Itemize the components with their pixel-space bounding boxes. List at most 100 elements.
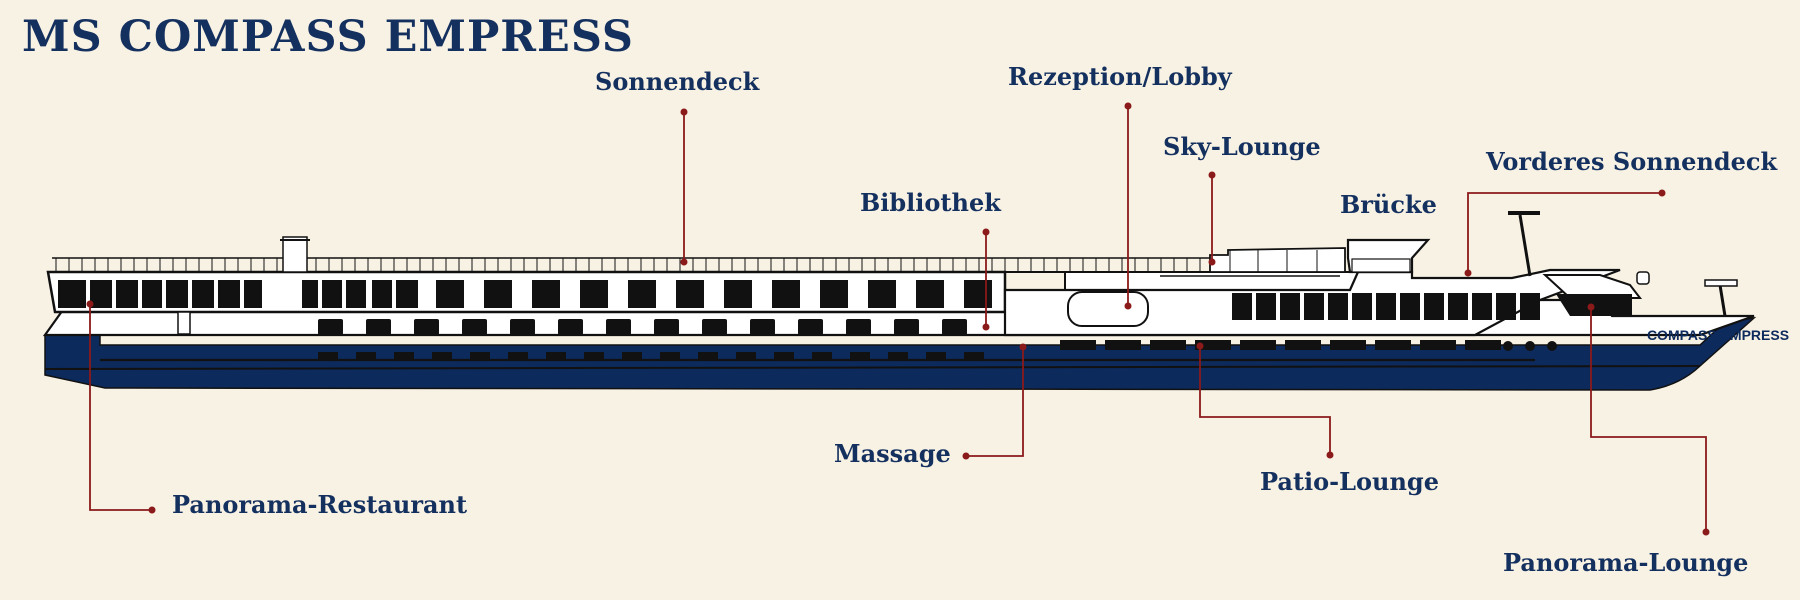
bow-lamp <box>1636 271 1650 285</box>
leader-panorama-lounge <box>1590 307 1707 532</box>
upper-window <box>218 280 240 308</box>
upper-window <box>724 280 752 308</box>
leader-rezeption-lobby-dot <box>1124 102 1132 110</box>
upper-window <box>396 280 418 308</box>
forward-lower-window <box>1330 340 1366 350</box>
panorama-lounge-windows <box>1556 294 1632 316</box>
upper-window <box>372 280 392 308</box>
upper-window <box>916 280 944 308</box>
upper-window <box>772 280 800 308</box>
upper-window <box>676 280 704 308</box>
leader-massage-dot <box>1019 343 1027 351</box>
upper-window <box>346 280 366 308</box>
leader-patio-lounge-dot <box>1196 342 1204 350</box>
porthole <box>736 352 756 359</box>
leader-massage-dot <box>962 452 970 460</box>
forward-window <box>1328 293 1348 320</box>
porthole <box>508 352 528 359</box>
leader-patio-lounge-dot <box>1326 451 1334 459</box>
porthole <box>926 352 946 359</box>
upper-window <box>820 280 848 308</box>
forward-window <box>1376 293 1396 320</box>
forward-lower-window <box>1060 340 1096 350</box>
upper-window <box>580 280 608 308</box>
forward-window <box>1520 293 1540 320</box>
upper-window <box>192 280 214 308</box>
label-sky-lounge: Sky-Lounge <box>1163 132 1321 161</box>
aft-superstructure <box>46 270 1007 314</box>
upper-window <box>484 280 512 308</box>
bow-porthole <box>1503 341 1513 351</box>
cabin-window <box>654 319 679 335</box>
porthole <box>850 352 870 359</box>
leader-vorderes-sonnendeck <box>1467 192 1662 273</box>
bow-porthole <box>1547 341 1557 351</box>
porthole <box>470 352 490 359</box>
leader-lines <box>86 102 1710 536</box>
forward-lower-window <box>1420 340 1456 350</box>
label-rezeption-lobby: Rezeption/Lobby <box>1008 62 1232 91</box>
porthole <box>622 352 642 359</box>
lobby-window <box>1067 291 1149 327</box>
leader-sonnendeck-dot <box>680 258 688 266</box>
mast-pole <box>1518 214 1532 277</box>
forward-window <box>1256 293 1276 320</box>
leader-panorama-restaurant-dot <box>86 300 94 308</box>
leader-massage <box>966 347 1024 457</box>
porthole <box>812 352 832 359</box>
forward-lower-window <box>1465 340 1501 350</box>
upper-window <box>142 280 162 308</box>
leader-panorama-restaurant-dot <box>148 506 156 514</box>
bow-mast <box>1718 284 1727 317</box>
forward-lower-window <box>1105 340 1141 350</box>
leader-patio-lounge <box>1199 346 1331 455</box>
upper-window <box>436 280 464 308</box>
leader-rezeption-lobby-dot <box>1124 302 1132 310</box>
porthole <box>964 352 984 359</box>
cabin-window <box>846 319 871 335</box>
leader-sky-lounge-dot <box>1208 258 1216 266</box>
upper-window <box>244 280 262 308</box>
leader-panorama-lounge-dot <box>1587 303 1595 311</box>
upper-window <box>166 280 188 308</box>
upper-window <box>868 280 896 308</box>
porthole <box>774 352 794 359</box>
leader-bibliothek-dot <box>982 323 990 331</box>
cabin-window <box>702 319 727 335</box>
cabin-window <box>558 319 583 335</box>
bridge-windows <box>1351 258 1411 273</box>
leader-vorderes-sonnendeck-dot <box>1464 269 1472 277</box>
porthole <box>394 352 414 359</box>
forward-lower-window <box>1240 340 1276 350</box>
forward-window <box>1400 293 1420 320</box>
leader-vorderes-sonnendeck-dot <box>1658 189 1666 197</box>
porthole <box>584 352 604 359</box>
label-bibliothek: Bibliothek <box>860 188 1001 217</box>
forward-lower-window <box>1285 340 1321 350</box>
forward-window <box>1448 293 1468 320</box>
forward-lower-window <box>1150 340 1186 350</box>
leader-sky-lounge-dot <box>1208 171 1216 179</box>
forward-window <box>1352 293 1372 320</box>
leader-sonnendeck-dot <box>680 108 688 116</box>
hull-ship-name: COMPASS EMPRESS <box>1647 327 1789 343</box>
forward-window <box>1280 293 1300 320</box>
label-patio-lounge: Patio-Lounge <box>1260 467 1439 496</box>
upper-window <box>964 280 992 308</box>
cabin-window <box>366 319 391 335</box>
porthole <box>432 352 452 359</box>
porthole <box>888 352 908 359</box>
cabin-window <box>798 319 823 335</box>
upper-window <box>532 280 560 308</box>
upper-window <box>302 280 318 308</box>
leader-bibliothek-dot <box>982 228 990 236</box>
cabin-window <box>894 319 919 335</box>
leader-panorama-restaurant <box>89 304 152 511</box>
label-panorama-restaurant: Panorama-Restaurant <box>172 490 468 519</box>
forward-lower-window <box>1375 340 1411 350</box>
aft-deck-housing <box>282 236 308 273</box>
label-bruecke: Brücke <box>1340 190 1437 219</box>
bow-porthole <box>1525 341 1535 351</box>
leader-panorama-lounge-dot <box>1702 528 1710 536</box>
label-massage: Massage <box>834 439 951 468</box>
